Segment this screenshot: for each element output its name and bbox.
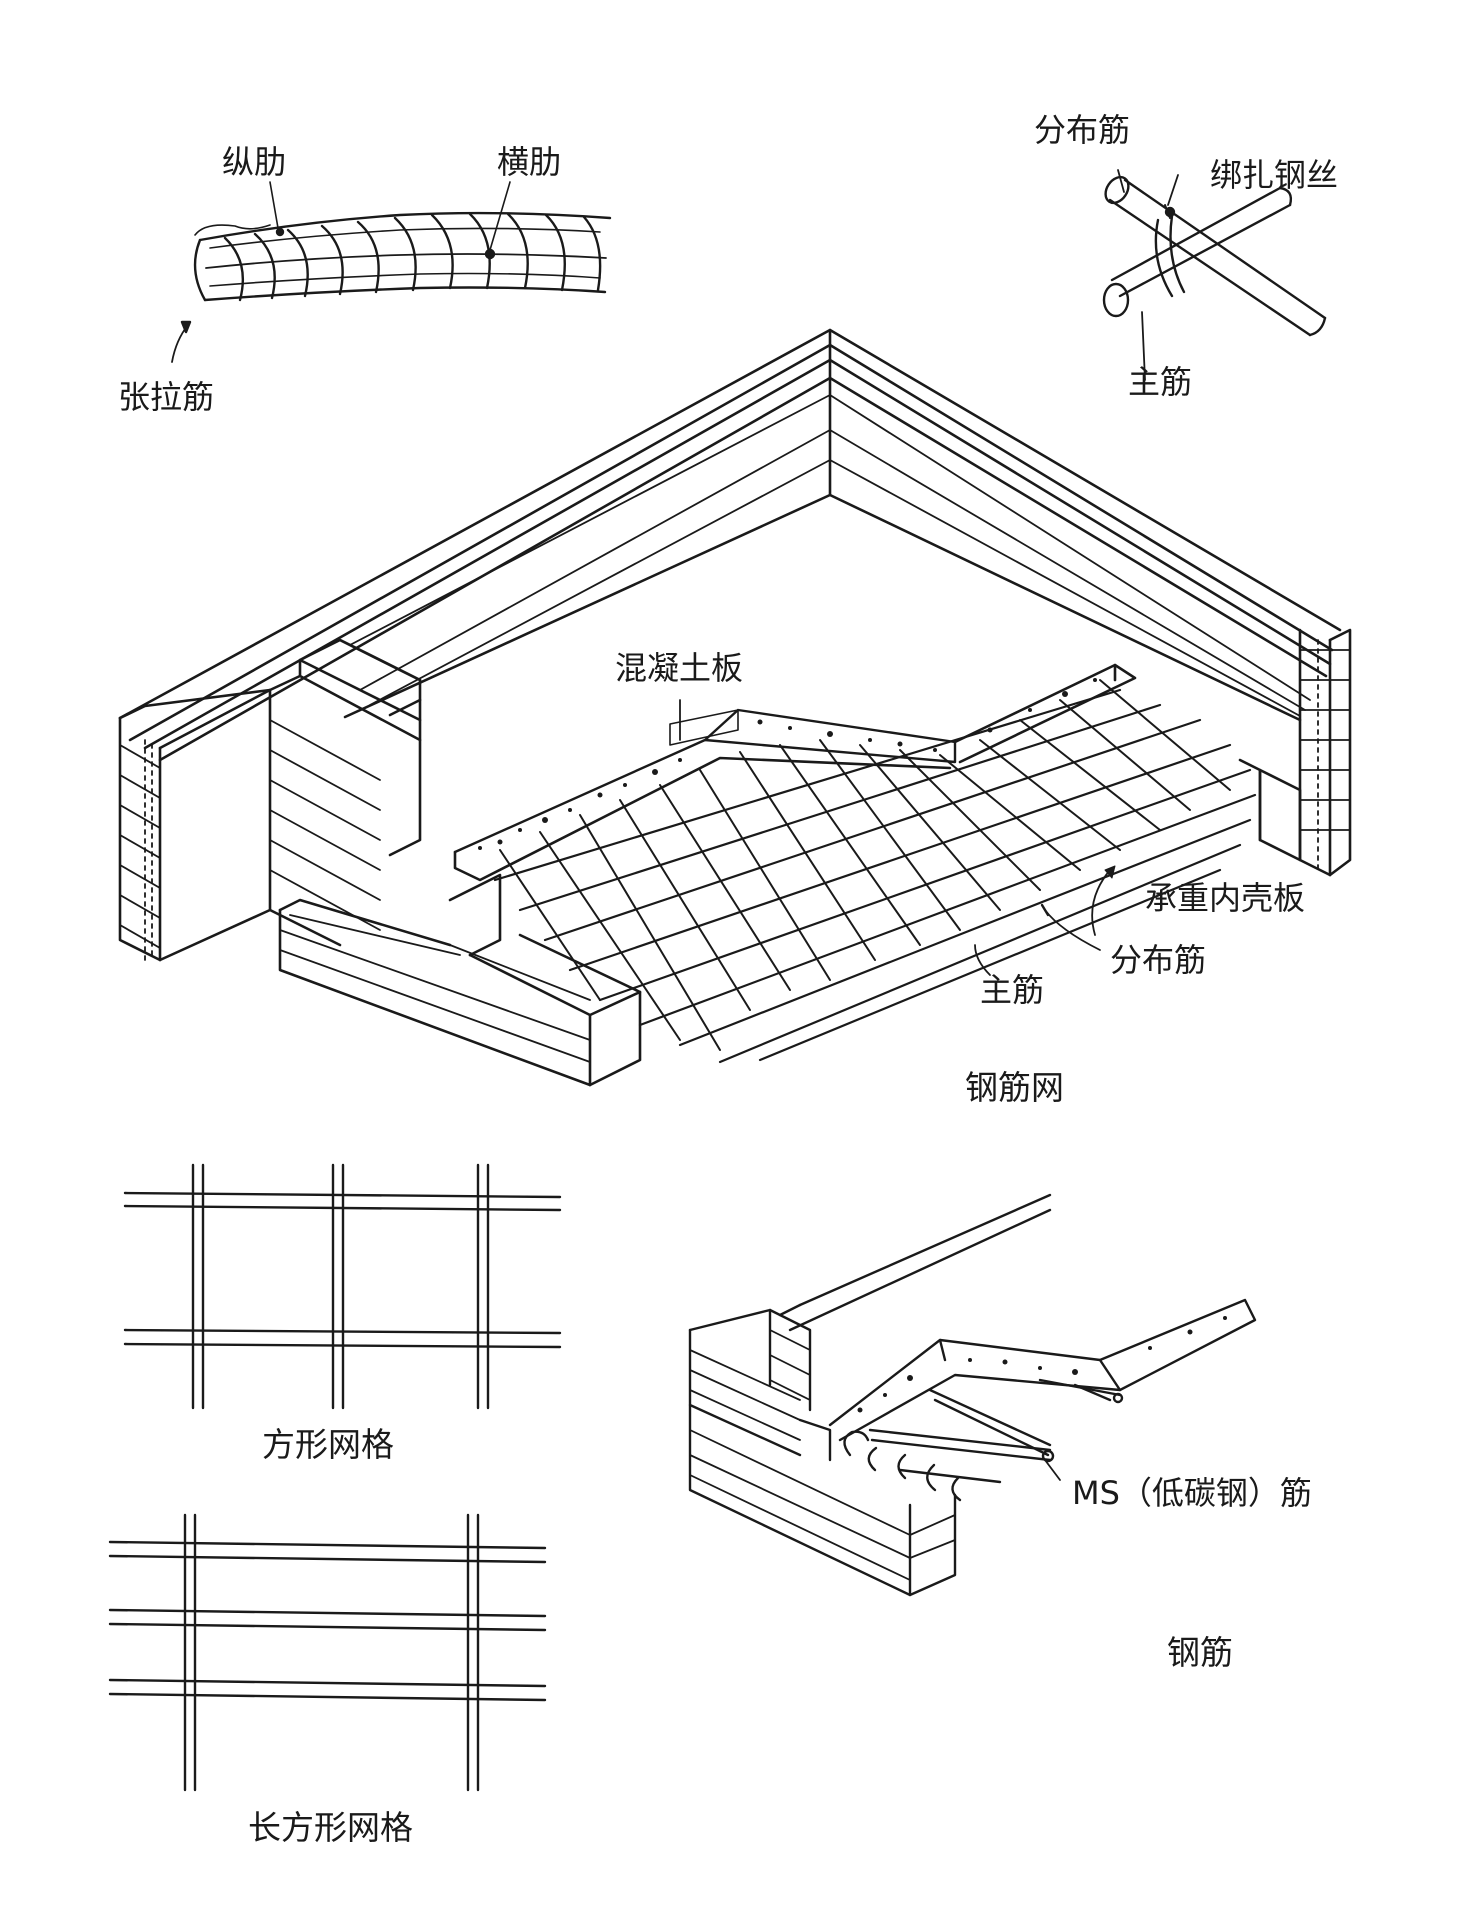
caption-rebar: 钢筋 (1167, 1633, 1233, 1672)
label-transverse-rib: 横肋 (497, 143, 562, 181)
caption-rectangular-grid: 长方形网格 (248, 1808, 413, 1847)
caption-square-grid: 方形网格 (262, 1425, 394, 1464)
ms-bar-drawing (688, 1193, 1257, 1597)
slab-mesh-drawing (118, 328, 1352, 1087)
label-main-bar-main: 主筋 (980, 971, 1045, 1009)
concrete-texture (478, 678, 1097, 850)
label-distribution-bar-main: 分布筋 (1110, 941, 1207, 979)
label-bearing-shell: 承重内壳板 (1145, 879, 1306, 917)
main-bars (499, 679, 1231, 1051)
square-grid-drawing (123, 1163, 562, 1410)
label-main-bar-top: 主筋 (1128, 363, 1193, 401)
label-longitudinal-rib: 纵肋 (222, 143, 287, 181)
rectangular-grid-drawing (108, 1513, 547, 1792)
crossing-bars-drawing (1102, 169, 1327, 381)
label-tension-bar: 张拉筋 (118, 378, 215, 416)
caption-rebar-mesh: 钢筋网 (965, 1068, 1064, 1107)
label-distribution-bar-top: 分布筋 (1034, 111, 1131, 149)
concrete-texture-small (857, 1316, 1227, 1413)
label-tie-wire: 绑扎钢丝 (1210, 156, 1339, 194)
label-ms-bar: MS（低碳钢）筋 (1072, 1474, 1312, 1512)
tension-bar-drawing (171, 181, 612, 363)
distribution-bars (493, 688, 1257, 1064)
label-concrete-slab: 混凝土板 (615, 649, 744, 687)
